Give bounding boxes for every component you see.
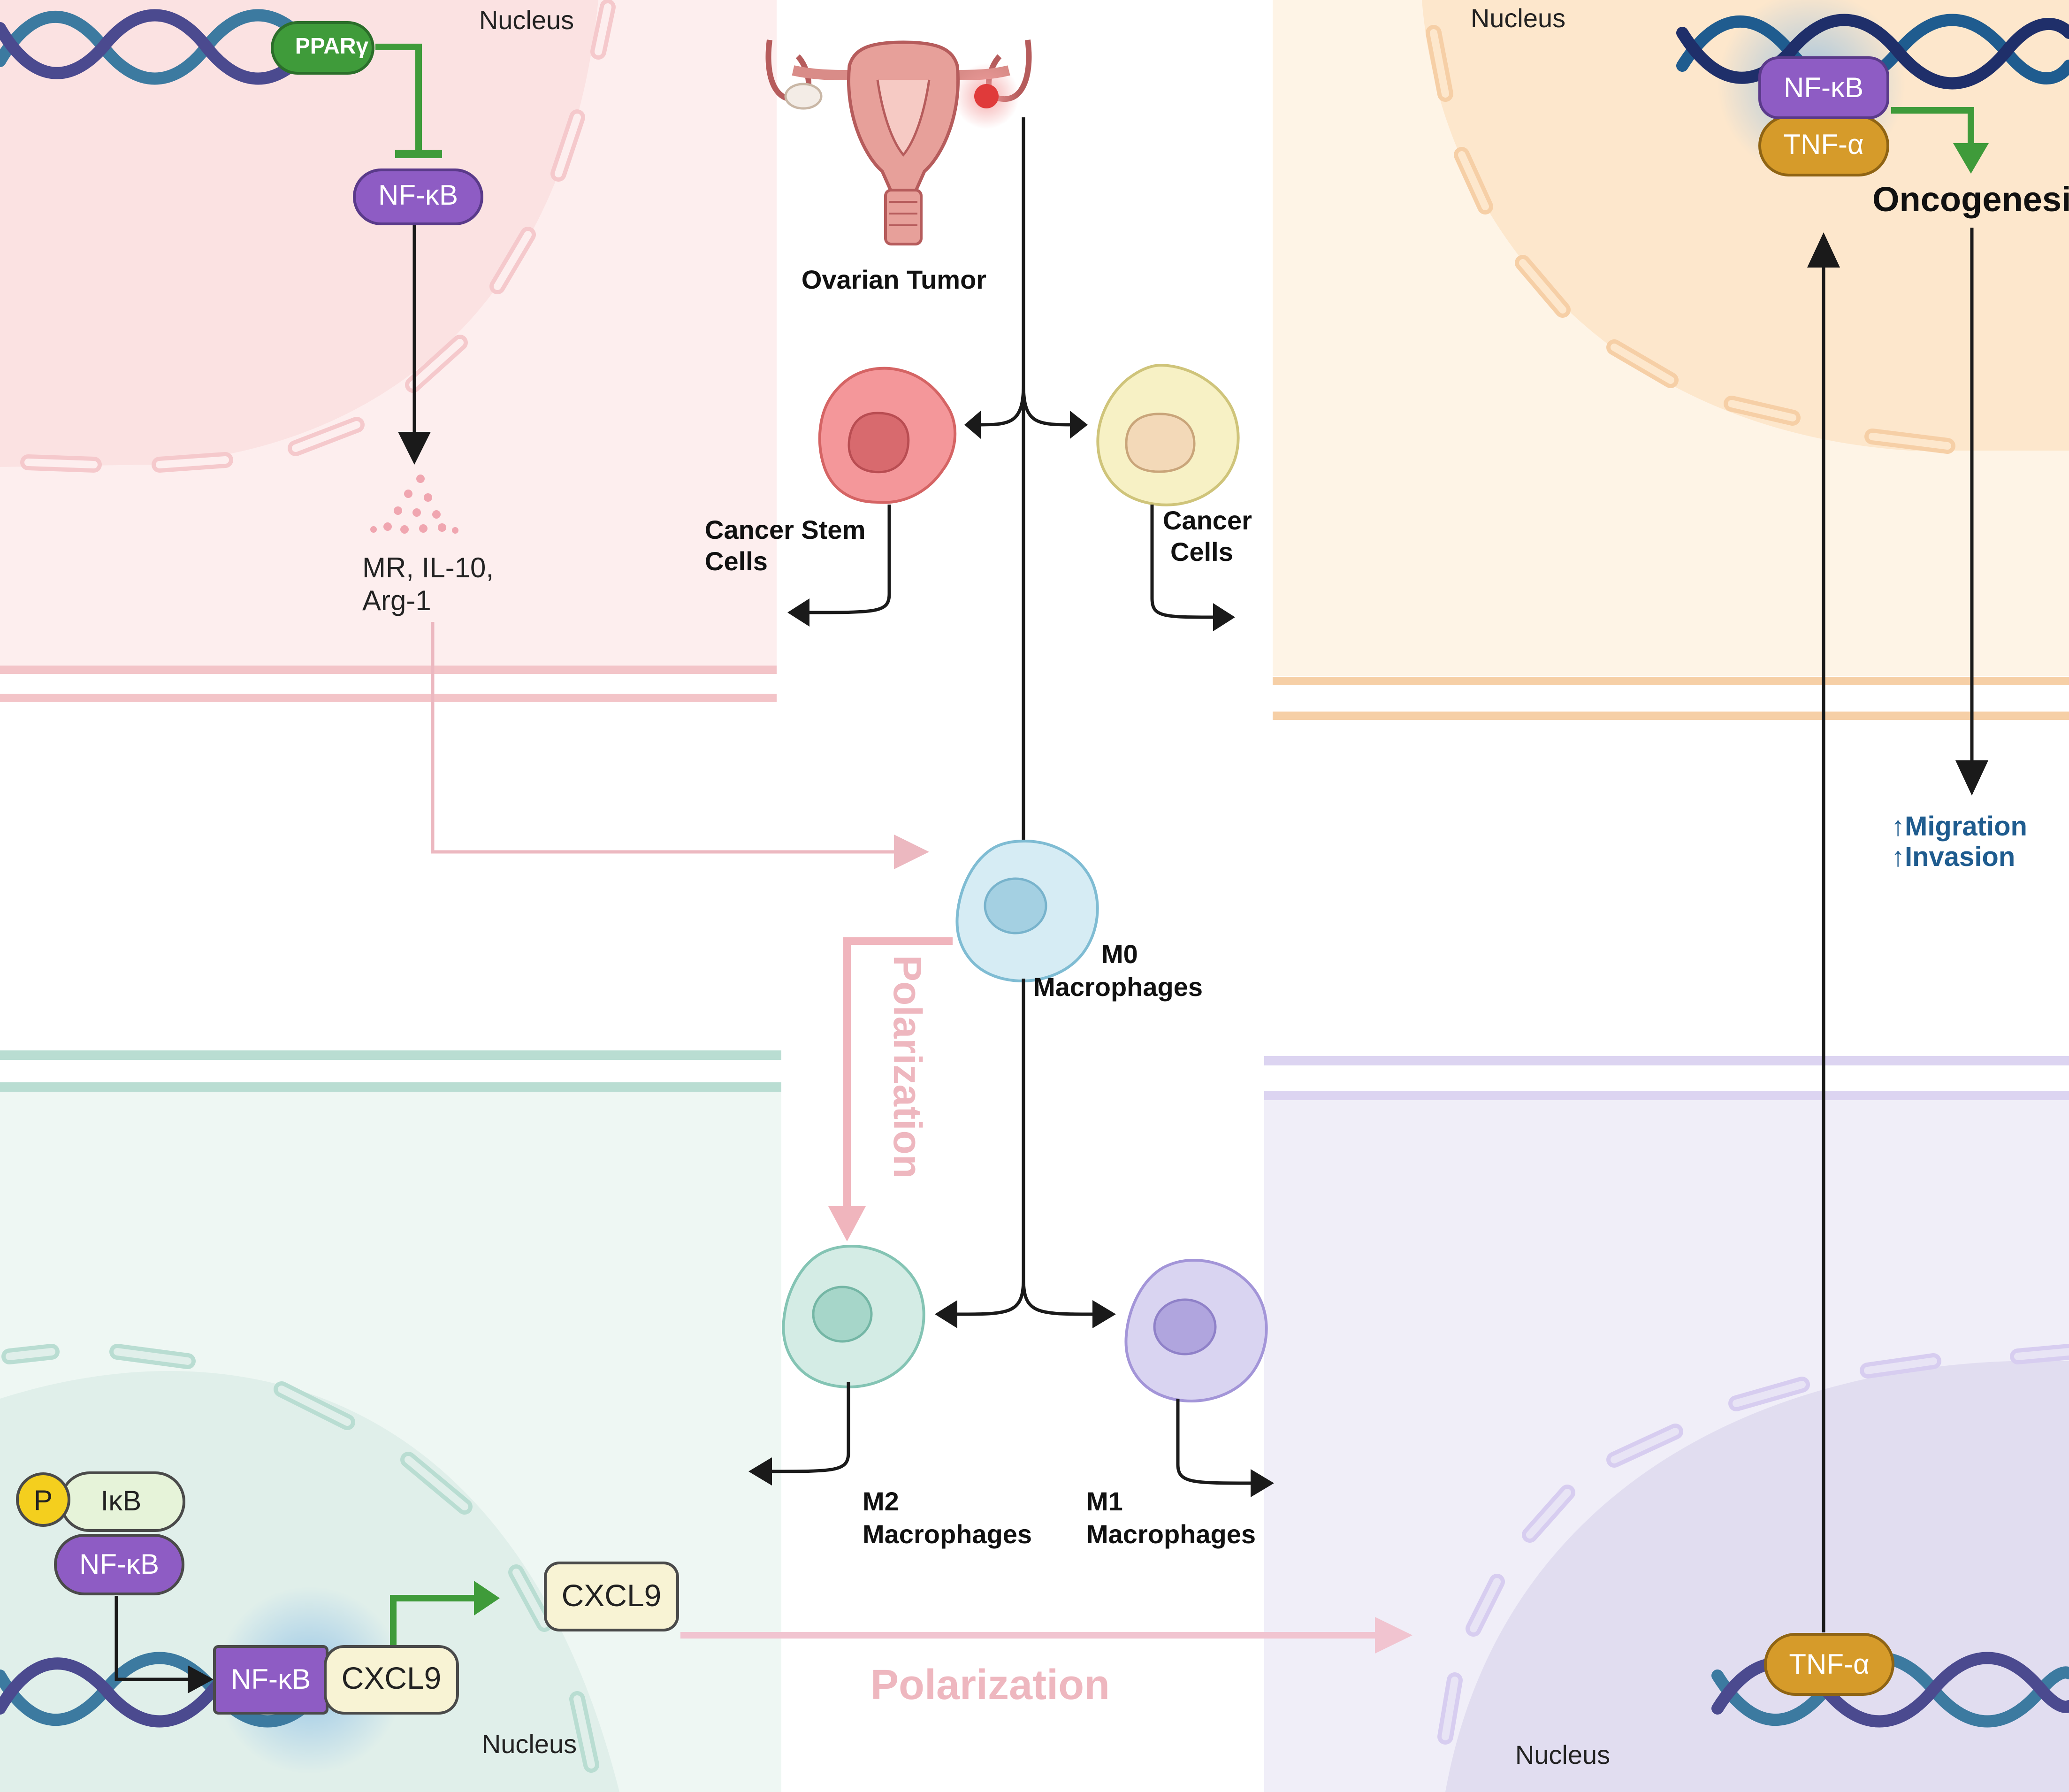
bottom-right-panel xyxy=(1264,1056,2069,1792)
ikb-label: IκB xyxy=(101,1485,142,1516)
polarization-vertical-label: Polarization xyxy=(886,955,930,1179)
m0-macrophage-nucleus xyxy=(984,877,1047,934)
m2-output-arrowhead xyxy=(748,1457,772,1486)
ppar-inhibits-nfkb-line xyxy=(375,44,422,150)
secreted-markers-dots xyxy=(370,475,458,534)
csc-output-arrowhead xyxy=(787,598,809,627)
bottom-right-nuclear-envelope-inner xyxy=(1442,1348,2069,1740)
oncogenesis-label: Oncogenesis xyxy=(1872,180,2069,219)
m0-branch-to-m1-arrowhead xyxy=(1092,1300,1116,1328)
m1-macrophage-nucleus xyxy=(1153,1298,1217,1355)
nfkb-to-promoter-arrowhead xyxy=(188,1665,214,1693)
ppar-gamma-protein xyxy=(271,21,374,75)
tnf-to-oncogenesis-arrowhead xyxy=(1807,232,1840,268)
ovarian-tumor-label: Ovarian Tumor xyxy=(802,265,986,294)
m0-branch-to-m2 xyxy=(957,1279,1025,1316)
markers-label-line2: Arg-1 xyxy=(362,585,431,616)
nfkb-on-dna-label: NF-κB xyxy=(231,1663,311,1695)
tumor-branch-to-csc-arrowhead xyxy=(964,411,981,439)
tnf-alpha-label-top-right: TNF-α xyxy=(1783,129,1863,160)
cancer-stem-cell-nucleus xyxy=(847,412,910,474)
markers-to-m0-arrow xyxy=(431,622,906,854)
phosphate-group xyxy=(16,1472,70,1527)
tnf-alpha-protein-bottom-right xyxy=(1764,1633,1894,1696)
markers-to-m0-arrowhead xyxy=(894,835,929,869)
phosphate-label: P xyxy=(34,1485,53,1516)
cancer-stem-cells-label-line2: Cells xyxy=(705,546,768,576)
cxcl9-expression-arrowhead xyxy=(474,1581,500,1616)
m2-label-line1: M2 xyxy=(863,1486,899,1516)
m2-macrophage-nucleus xyxy=(812,1286,873,1343)
m0-label-line1: M0 xyxy=(1101,939,1138,969)
tnf-alpha-label-bottom-right: TNF-α xyxy=(1789,1648,1869,1680)
nfkb-to-markers-arrowhead xyxy=(398,432,431,465)
markers-label-line1: MR, IL-10, xyxy=(362,552,494,583)
m1-label-line1: M1 xyxy=(1086,1486,1123,1516)
cxcl9-secreted xyxy=(544,1562,679,1631)
cancer-output-arrow xyxy=(1150,505,1216,619)
uterus-ovary-illustration xyxy=(765,39,1032,245)
bottom-right-nucleus-label: Nucleus xyxy=(1515,1740,1610,1769)
nfkb-label-top-right: NF-κB xyxy=(1784,72,1863,103)
nfkb-protein-top-left xyxy=(353,168,483,225)
dna-helix-top-left xyxy=(0,9,316,85)
nfkb-label-top-left: NF-κB xyxy=(378,179,458,211)
cancer-output-arrowhead xyxy=(1213,603,1235,631)
top-right-nucleus-label: Nucleus xyxy=(1471,3,1565,33)
csc-output-arrow xyxy=(807,505,891,614)
m2-output-arrow xyxy=(769,1382,850,1473)
migration-label: ↑Migration xyxy=(1891,811,2027,842)
nfkb-label-bottom-left: NF-κB xyxy=(79,1548,159,1580)
cxcl9-expression-arrow xyxy=(390,1595,479,1645)
polarization-horizontal-arrowhead xyxy=(1375,1617,1412,1654)
polarization-vertical-arrow xyxy=(843,937,953,1220)
cancer-cells-label-line2: Cells xyxy=(1170,537,1233,567)
cxcl9-gene-on-dna xyxy=(324,1645,459,1715)
top-left-nuclear-envelope-inner xyxy=(24,3,611,468)
oncogenesis-activation-arrow xyxy=(1891,107,1974,148)
dna-helix-top-right xyxy=(1676,14,2069,90)
m0-branch-to-m2-arrowhead xyxy=(935,1300,957,1328)
cxcl9-secreted-label: CXCL9 xyxy=(562,1578,662,1613)
oncogenesis-activation-arrowhead xyxy=(1953,143,1989,174)
polarization-vertical-arrowhead xyxy=(828,1206,866,1241)
ppar-gamma-label: PPARγ xyxy=(295,34,369,59)
cxcl9-gene-label: CXCL9 xyxy=(342,1661,442,1695)
tumor-branch-to-cancer-arrowhead xyxy=(1070,411,1088,439)
m1-output-arrow xyxy=(1176,1399,1253,1485)
m1-label-line2: Macrophages xyxy=(1086,1519,1256,1549)
m0-branch-to-m1 xyxy=(1022,1279,1094,1316)
cancer-stem-cells-label-line1: Cancer Stem xyxy=(705,515,865,544)
cancer-cells-label-line1: Cancer xyxy=(1163,505,1252,535)
tumor-branch-to-cancer xyxy=(1022,384,1075,427)
m1-output-arrowhead xyxy=(1251,1469,1274,1497)
top-left-nucleus-label: Nucleus xyxy=(479,5,574,35)
nfkb-to-promoter-arrow xyxy=(115,1596,192,1681)
top-right-nuclear-envelope-inner xyxy=(1430,29,1951,450)
top-left-panel xyxy=(0,0,777,702)
m0-label-line2: Macrophages xyxy=(1033,972,1203,1002)
bottom-left-nuclear-envelope-inner xyxy=(6,1348,595,1769)
polarization-horizontal-label: Polarization xyxy=(870,1662,1110,1708)
bottom-left-nucleus-label: Nucleus xyxy=(482,1729,577,1759)
nfkb-protein-top-right xyxy=(1758,56,1889,119)
invasion-label: ↑Invasion xyxy=(1891,842,2015,872)
oncogenesis-to-migration-arrowhead xyxy=(1955,760,1988,796)
nfkb-protein-bottom-left xyxy=(54,1534,184,1595)
cancer-cell-nucleus xyxy=(1125,413,1196,473)
tumor-branch-to-csc xyxy=(976,384,1025,427)
m2-label-line2: Macrophages xyxy=(863,1519,1032,1549)
